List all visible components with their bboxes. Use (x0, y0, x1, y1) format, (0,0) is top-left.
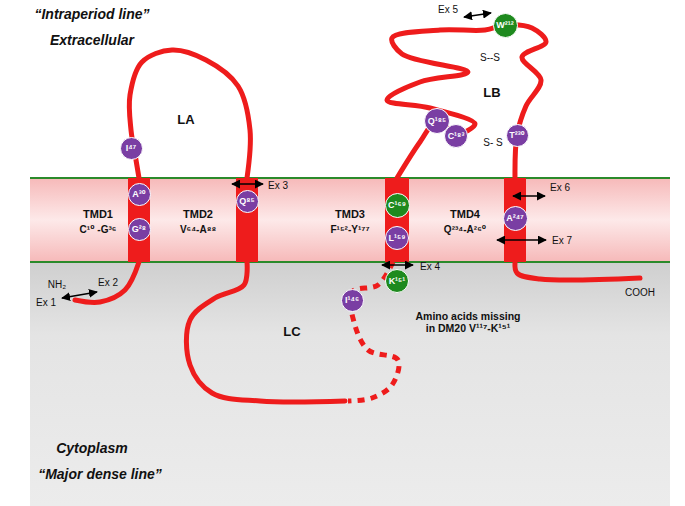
chain-segment (75, 262, 139, 302)
diagram-label: LC (283, 325, 300, 340)
exon-boundary-arrows (62, 13, 546, 298)
diagram-label: TMD2 (183, 208, 213, 221)
protein-chain (75, 25, 640, 402)
residue-marker: A³⁰ (128, 183, 151, 206)
residue-label: C¹⁸³ (448, 132, 465, 141)
diagram-label: Q²³⁴-A²⁶⁰ (444, 224, 486, 236)
residue-label: A³⁰ (132, 190, 145, 199)
exon-arrow (232, 183, 263, 185)
transmembrane-helix (504, 178, 526, 262)
residue-label: L¹⁵⁹ (389, 234, 406, 243)
residue-marker: C¹⁸³ (444, 124, 468, 148)
diagram-label: “Intraperiod line” (34, 6, 149, 22)
residue-label: C¹⁶⁹ (388, 201, 406, 210)
diagram-label: Ex 3 (268, 180, 288, 192)
transmembrane-helix (236, 178, 258, 262)
residue-label: I⁴⁷ (126, 144, 137, 153)
diagram-label: NH₂ (48, 279, 66, 291)
residue-marker: C¹⁶⁹ (385, 193, 410, 218)
residue-label: Q¹⁸⁵ (428, 117, 446, 126)
diagram-label: V⁶⁴-A⁸⁸ (180, 224, 216, 236)
membrane-band (30, 178, 670, 262)
transmembrane-helix (385, 178, 409, 262)
residue-marker: K¹⁵¹ (385, 269, 409, 293)
residue-marker: G²⁸ (128, 218, 151, 241)
diagram-label: Ex 4 (420, 261, 440, 273)
residue-label: Q⁸⁵ (239, 197, 254, 206)
exon-arrow (497, 239, 546, 241)
diagram-label: Ex 7 (552, 235, 572, 247)
exon-arrow (382, 264, 413, 266)
diagram-label: LB (483, 86, 500, 101)
diagram-label: S--S (480, 52, 500, 64)
residue-marker: A²⁴⁷ (503, 206, 528, 231)
membrane-edge (30, 177, 670, 179)
diagram-label: Ex 5 (438, 4, 458, 16)
diagram-label: Ex 2 (98, 277, 118, 289)
residue-label: G²⁸ (132, 225, 146, 234)
residue-label: A²⁴⁷ (506, 214, 524, 223)
diagram-label: TMD3 (335, 208, 365, 221)
exon-arrow (513, 195, 545, 197)
transmembrane-helix (128, 178, 150, 262)
exon-arrow (464, 13, 491, 17)
residue-label: W²¹² (496, 21, 514, 30)
chain-segment (129, 50, 250, 178)
chain-segment (387, 25, 546, 178)
cytoplasm-region (30, 262, 670, 506)
residue-label: T²³⁰ (509, 131, 524, 140)
residue-marker: W²¹² (493, 13, 518, 38)
residue-label: I¹⁴⁶ (345, 296, 359, 305)
residue-marker: L¹⁵⁹ (385, 226, 409, 250)
residue-marker: I⁴⁷ (120, 137, 143, 160)
diagram-label: Ex 6 (550, 182, 570, 194)
diagram-label: Extracellular (50, 32, 134, 48)
diagram-label: “Major dense line” (38, 466, 162, 482)
diagram-label: TMD4 (450, 208, 480, 221)
diagram-label: Cytoplasm (56, 440, 128, 456)
exon-arrow (62, 292, 97, 298)
chain-segment (515, 262, 640, 280)
diagram-label: COOH (625, 287, 655, 299)
diagram-label: S- S (483, 137, 502, 149)
residue-marker: I¹⁴⁶ (341, 289, 364, 312)
diagram-label: C¹⁰ -G³⁶ (80, 224, 117, 236)
residue-marker: T²³⁰ (506, 124, 529, 147)
diagram-label: Ex 1 (36, 297, 56, 309)
residue-marker: Q⁸⁵ (236, 190, 259, 213)
annotation-note: Amino acids missing in DM20 V¹¹⁷-K¹⁵¹ (412, 310, 524, 334)
diagram-label: F¹⁵²-Y¹⁷⁷ (330, 224, 369, 236)
residue-label: K¹⁵¹ (389, 277, 406, 286)
chain-segment (186, 262, 345, 402)
diagram-label: LA (177, 113, 194, 128)
diagram-label: TMD1 (83, 208, 113, 221)
membrane-edge (30, 261, 670, 263)
